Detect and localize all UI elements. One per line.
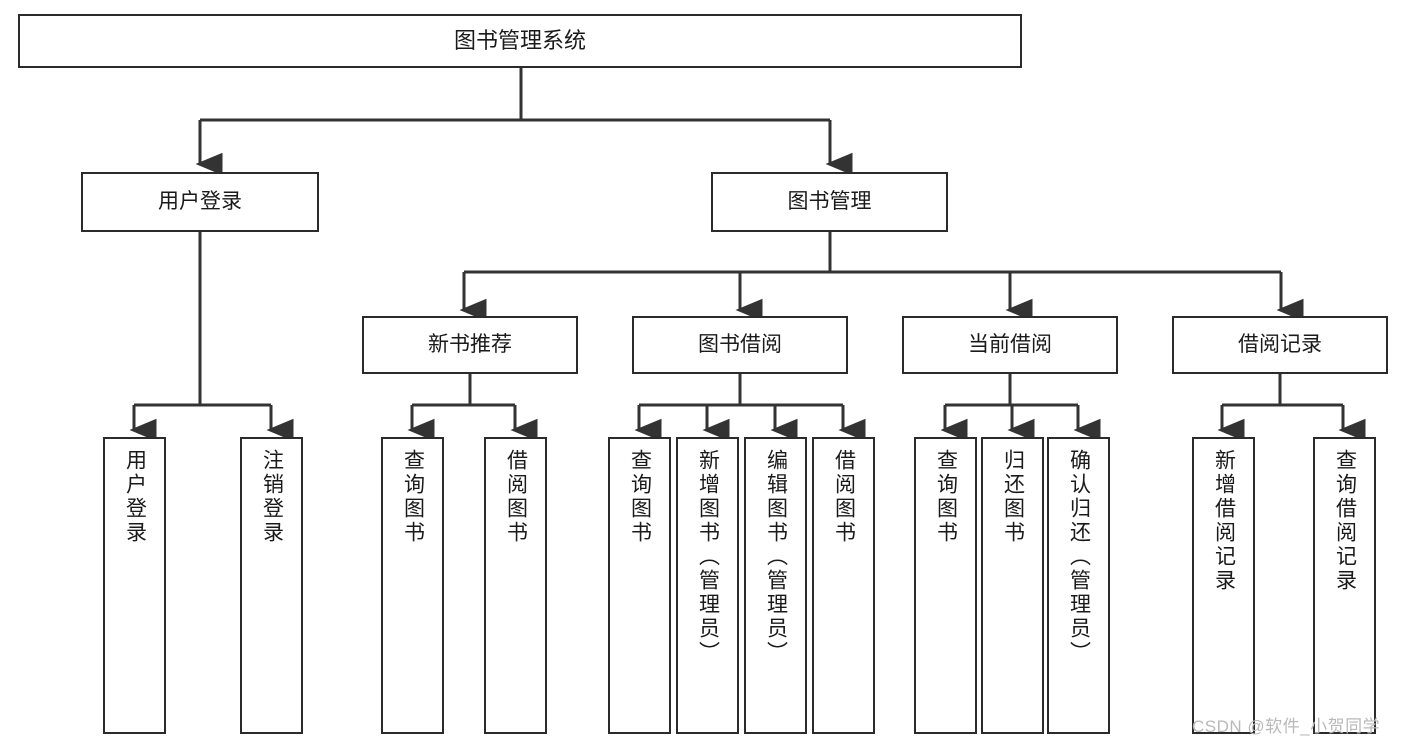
node-label: 注销登录 <box>260 449 284 545</box>
node-label: 查询借阅记录 <box>1333 449 1357 593</box>
leaf-user-login-logout[interactable]: 注销登录 <box>240 437 303 734</box>
leaf-current-borrow-query[interactable]: 查询图书 <box>914 437 977 734</box>
leaf-new-book-query[interactable]: 查询图书 <box>381 437 444 734</box>
node-borrow-record[interactable]: 借阅记录 <box>1172 316 1388 374</box>
node-label: 归还图书 <box>1001 449 1025 545</box>
leaf-current-borrow-confirm-return[interactable]: 确认归还（管理员） <box>1047 437 1110 734</box>
leaf-book-borrow-query[interactable]: 查询图书 <box>608 437 671 734</box>
node-user-login[interactable]: 用户登录 <box>81 172 319 232</box>
node-label: 新书推荐 <box>428 332 512 356</box>
leaf-book-borrow-add[interactable]: 新增图书（管理员） <box>676 437 739 734</box>
node-book-management[interactable]: 图书管理 <box>711 172 948 232</box>
node-label: 借阅图书 <box>832 449 856 545</box>
node-label: 借阅记录 <box>1238 332 1322 356</box>
leaf-book-borrow-borrow[interactable]: 借阅图书 <box>812 437 875 734</box>
node-label: 新增图书（管理员） <box>696 449 720 665</box>
node-label: 查询图书 <box>628 449 652 545</box>
node-new-book-recommend[interactable]: 新书推荐 <box>362 316 578 374</box>
node-label: 当前借阅 <box>968 332 1052 356</box>
leaf-new-book-borrow[interactable]: 借阅图书 <box>484 437 547 734</box>
node-label: 确认归还（管理员） <box>1067 449 1091 665</box>
leaf-borrow-record-query[interactable]: 查询借阅记录 <box>1313 437 1376 734</box>
leaf-current-borrow-return[interactable]: 归还图书 <box>981 437 1044 734</box>
node-label: 图书管理系统 <box>453 28 586 54</box>
leaf-user-login-login[interactable]: 用户登录 <box>103 437 166 734</box>
node-label: 借阅图书 <box>504 449 528 545</box>
node-root-system[interactable]: 图书管理系统 <box>18 14 1022 68</box>
node-label: 编辑图书（管理员） <box>764 449 788 665</box>
node-label: 查询图书 <box>934 449 958 545</box>
leaf-book-borrow-edit[interactable]: 编辑图书（管理员） <box>744 437 807 734</box>
node-label: 图书管理 <box>787 189 872 213</box>
leaf-borrow-record-add[interactable]: 新增借阅记录 <box>1192 437 1255 734</box>
node-label: 图书借阅 <box>698 332 782 356</box>
node-current-borrow[interactable]: 当前借阅 <box>902 316 1118 374</box>
node-book-borrow[interactable]: 图书借阅 <box>632 316 848 374</box>
node-label: 新增借阅记录 <box>1212 449 1236 593</box>
csdn-watermark: CSDN @软件_小贺同学 <box>1192 717 1381 736</box>
node-label: 用户登录 <box>158 189 242 213</box>
node-label: 用户登录 <box>123 449 147 545</box>
node-label: 查询图书 <box>401 449 425 545</box>
